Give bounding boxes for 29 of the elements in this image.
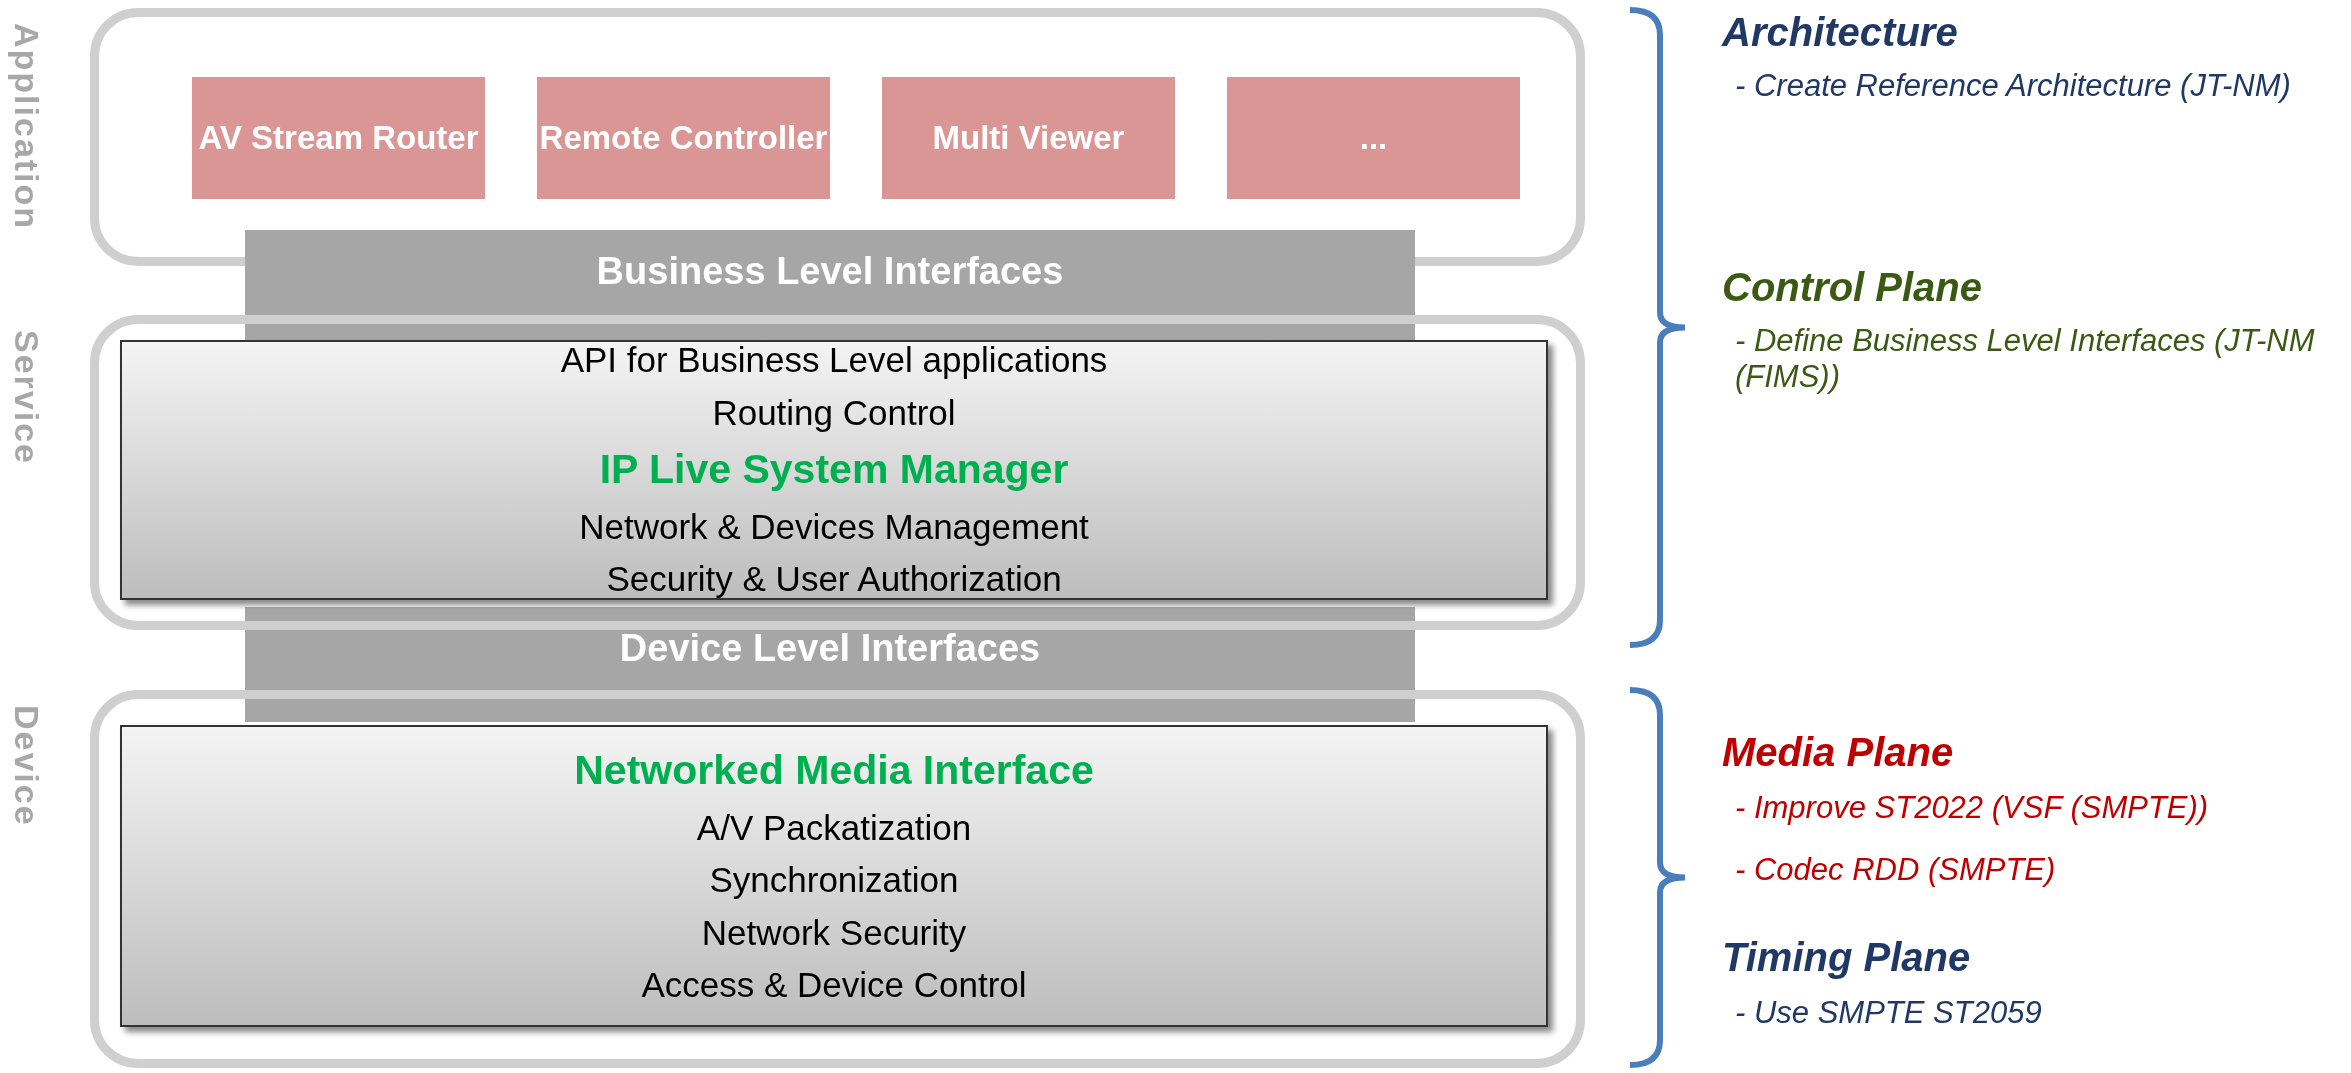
function-label: Network Security [701, 911, 967, 954]
application-box: ... [1227, 77, 1520, 199]
interface-band: Business Level Interfaces [245, 230, 1415, 340]
component-title: IP Live System Manager [599, 445, 1069, 495]
plane-heading: Architecture [1722, 10, 1958, 55]
layer-label: Device [7, 705, 46, 827]
plane-heading: Timing Plane [1722, 935, 1971, 980]
application-box: AV Stream Router [192, 77, 485, 199]
plane-note: - Use SMPTE ST2059 [1735, 995, 2043, 1031]
plane-note: - Codec RDD (SMPTE) [1735, 852, 2057, 888]
plane-note: - Create Reference Architecture (JT-NM) [1735, 68, 2292, 104]
application-box: Multi Viewer [882, 77, 1175, 199]
component-box [120, 725, 1548, 1027]
function-label: Routing Control [712, 391, 956, 434]
plane-heading: Media Plane [1722, 730, 1954, 775]
component-title: Networked Media Interface [574, 746, 1094, 796]
plane-heading: Control Plane [1722, 265, 1983, 310]
function-label: A/V Packatization [696, 806, 972, 849]
component-box [120, 340, 1548, 600]
function-label: Synchronization [709, 859, 959, 902]
plane-note: - Define Business Level Interfaces (JT-NM (FIMS)) [1735, 323, 2316, 395]
application-box: Remote Controller [537, 77, 830, 199]
function-label: Access & Device Control [641, 964, 1027, 1007]
plane-note: - Improve ST2022 (VSF (SMPTE)) [1735, 790, 2210, 826]
function-label: Security & User Authorization [606, 558, 1062, 601]
function-label: API for Business Level applications [560, 339, 1108, 382]
function-label: Network & Devices Management [579, 505, 1089, 548]
layer-label: Application [7, 23, 46, 231]
layer-label: Service [7, 330, 46, 465]
